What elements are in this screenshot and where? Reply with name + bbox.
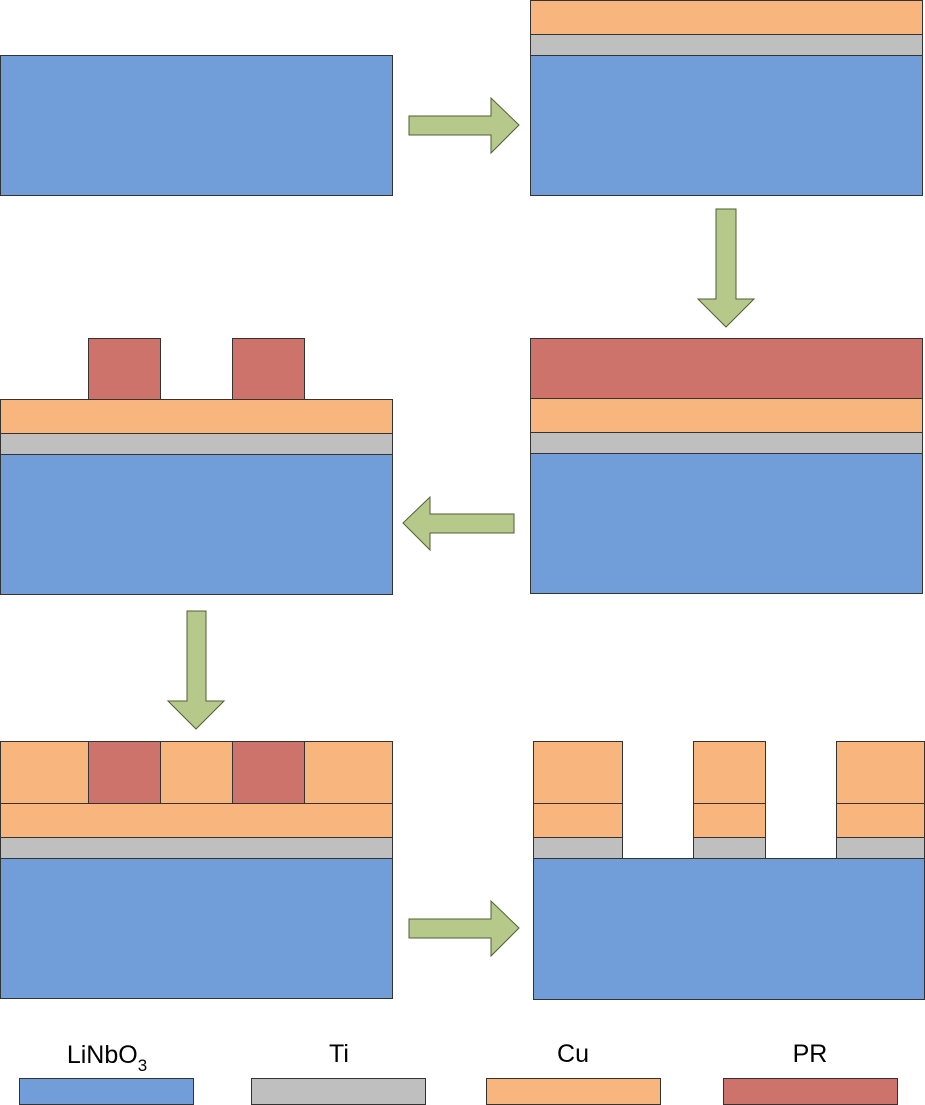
linbo3-layer xyxy=(533,858,925,1000)
process-arrow-right xyxy=(408,899,520,958)
legend-swatch-ti xyxy=(251,1078,426,1105)
pr-layer xyxy=(530,338,923,399)
ti-layer xyxy=(836,837,925,859)
cu-block xyxy=(0,741,89,804)
legend-item-cu: Cu xyxy=(486,1040,661,1105)
cu-block xyxy=(160,741,233,804)
cu-block xyxy=(533,741,623,804)
process-arrow-down xyxy=(696,208,756,328)
cu-layer xyxy=(0,803,393,838)
legend-label-linbo3: LiNbO3 xyxy=(67,1041,147,1075)
step-2-metal-deposition xyxy=(530,0,923,196)
cu-layer xyxy=(530,0,923,35)
pr-pillar xyxy=(88,741,161,804)
linbo3-layer xyxy=(0,454,393,595)
cu-layer xyxy=(0,399,393,434)
step-4-photoresist-patterning xyxy=(0,338,393,595)
linbo3-layer xyxy=(0,55,393,196)
process-arrow-left xyxy=(402,495,515,552)
pr-pillar xyxy=(232,338,305,400)
cu-block xyxy=(693,803,766,838)
legend-item-pr: PR xyxy=(723,1040,898,1105)
pr-pillar xyxy=(232,741,305,804)
cu-block xyxy=(836,803,925,838)
cu-layer xyxy=(530,398,923,433)
step-1-substrate xyxy=(0,55,393,196)
ti-layer xyxy=(0,433,393,455)
pr-pillar xyxy=(88,338,161,400)
legend-swatch-pr xyxy=(723,1078,898,1105)
linbo3-layer xyxy=(0,858,393,999)
legend-item-linbo3: LiNbO3 xyxy=(19,1041,194,1105)
linbo3-layer xyxy=(530,453,923,594)
legend-label-pr: PR xyxy=(793,1040,828,1068)
legend-swatch-cu xyxy=(486,1078,661,1105)
ti-layer xyxy=(693,837,766,859)
linbo3-layer xyxy=(530,55,923,196)
legend-label-cu: Cu xyxy=(557,1040,589,1068)
ti-layer xyxy=(530,432,923,454)
legend-label-ti: Ti xyxy=(329,1040,349,1068)
cu-block xyxy=(304,741,393,804)
legend: LiNbO3 Ti Cu PR xyxy=(19,1040,898,1105)
ti-layer xyxy=(530,34,923,56)
cu-block xyxy=(836,741,925,804)
ti-layer xyxy=(0,837,393,859)
step-5-copper-electroplating xyxy=(0,741,393,999)
step-3-photoresist-coating xyxy=(530,338,923,594)
cu-block xyxy=(693,741,766,804)
process-arrow-right xyxy=(408,96,520,155)
legend-item-ti: Ti xyxy=(251,1040,426,1105)
process-arrow-down xyxy=(166,610,226,730)
step-6-strip-and-etch xyxy=(533,741,925,1000)
cu-block xyxy=(533,803,623,838)
legend-swatch-linbo3 xyxy=(19,1078,194,1105)
ti-layer xyxy=(533,837,623,859)
